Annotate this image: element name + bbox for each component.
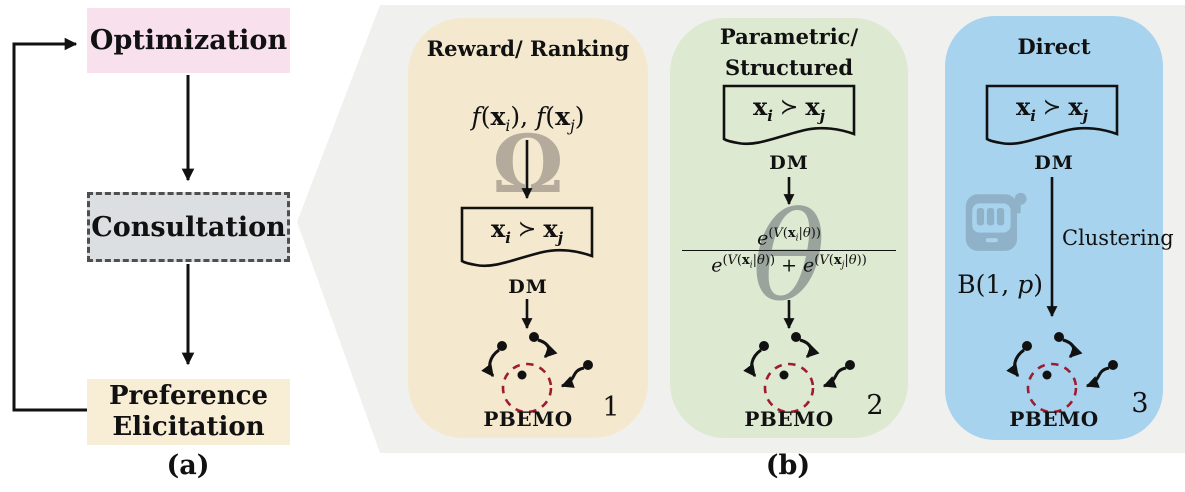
card1-title: Reward/ Ranking <box>426 36 630 61</box>
card2-title-line1: Parametric/ <box>719 24 859 49</box>
consultation-box: Consultation <box>87 192 290 262</box>
card1-preference-relation: xi≻xj <box>490 214 564 247</box>
card3-preference-relation: xi≻xj <box>1015 92 1089 125</box>
optimization-box: Optimization <box>87 8 290 73</box>
card3-bernoulli-label: B(1, p) <box>957 270 1043 299</box>
preference-label-line1: Preference <box>108 381 269 411</box>
card3-title: Direct <box>1017 34 1091 59</box>
omega-glyph: Ω <box>492 117 564 211</box>
consultation-label: Consultation <box>91 211 286 243</box>
card3-dm-label: DM <box>1034 152 1074 174</box>
card2-number: 2 <box>866 390 884 421</box>
formula-denominator: e(V(xi|θ)) + e(V(xj|θ)) <box>711 253 867 277</box>
preference-elicitation-box: Preference Elicitation <box>87 379 290 445</box>
card2-dm-label: DM <box>769 152 809 174</box>
card3-number: 3 <box>1131 388 1149 419</box>
card2-bradley-terry-formula: e(V(xi|θ)) e(V(xi|θ)) + e(V(xj|θ)) <box>682 226 896 277</box>
card1-number: 1 <box>602 392 620 423</box>
optimization-label: Optimization <box>89 25 288 56</box>
fraction-bar <box>682 250 896 252</box>
card1-objective-values: f(xi), f(xj) <box>471 102 585 135</box>
card1-dm-label: DM <box>508 276 548 298</box>
card2-preference-relation: xi≻xj <box>752 92 826 125</box>
caption-a: (a) <box>166 450 210 481</box>
preference-label-line2: Elicitation <box>112 412 265 442</box>
card2-title-line2: Structured <box>724 55 854 80</box>
caption-b: (b) <box>765 450 811 481</box>
formula-numerator: e(V(xi|θ)) <box>757 226 821 250</box>
feedback-loop-arrow <box>12 37 87 412</box>
card3-clustering-label: Clustering <box>1062 226 1174 250</box>
